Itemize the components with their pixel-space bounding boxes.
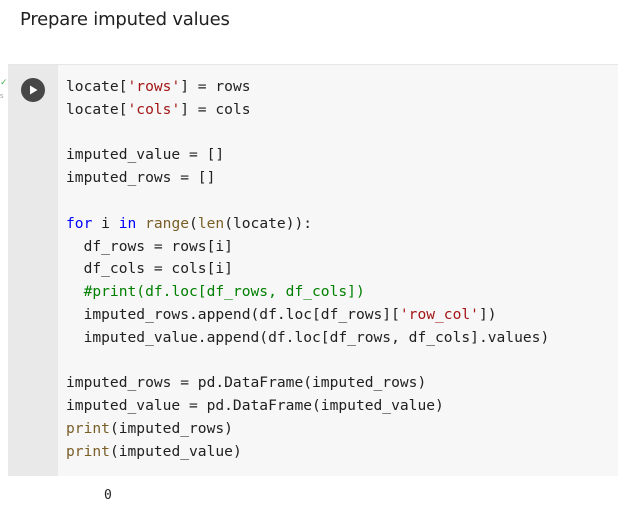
code-token: imputed_rows = [] (66, 169, 216, 187)
code-token: 'row_col' (399, 305, 479, 323)
code-cell[interactable] (8, 64, 618, 476)
code-line: imputed_value = pd.DataFrame(imputed_val… (66, 395, 549, 418)
code-line: imputed_rows.append(df.loc[df_rows]['row… (66, 304, 549, 327)
code-token: ] = cols (180, 100, 251, 118)
code-token: df_rows = rows[i] (66, 237, 233, 255)
code-line (66, 190, 549, 213)
cell-gutter (8, 65, 58, 476)
code-line: imputed_rows = [] (66, 167, 549, 190)
play-icon (30, 85, 38, 95)
code-token: in (118, 214, 137, 232)
section-title: Prepare imputed values (20, 9, 230, 30)
code-token: i (92, 214, 119, 232)
code-token: ]) (478, 305, 497, 323)
code-line (66, 350, 549, 373)
code-token: 'cols' (127, 100, 181, 118)
code-line: imputed_value = [] (66, 144, 549, 167)
code-token: imputed_value = pd.DataFrame(imputed_val… (66, 397, 444, 415)
code-token: for (66, 214, 93, 232)
output-text: 0 (104, 488, 112, 503)
code-token: imputed_value = [] (66, 146, 225, 164)
cell-output (8, 476, 618, 506)
code-token: #print(df.loc[df_rows, df_cols]) (83, 283, 365, 301)
code-token: (imputed_rows) (109, 419, 233, 437)
code-token: df_cols = cols[i] (66, 260, 233, 278)
code-line: print(imputed_rows) (66, 418, 549, 441)
run-cell-button[interactable] (21, 78, 45, 102)
code-line: imputed_rows = pd.DataFrame(imputed_rows… (66, 372, 549, 395)
code-line: df_cols = cols[i] (66, 258, 549, 281)
code-token (66, 283, 84, 300)
code-line: locate['rows'] = rows (66, 76, 549, 99)
code-line: print(imputed_value) (66, 441, 549, 464)
code-token: imputed_value.append(df.loc[df_rows, df_… (66, 328, 550, 346)
execution-success-icon: ✓ (0, 77, 8, 87)
code-token: ( (189, 214, 198, 232)
code-token: print (66, 419, 110, 437)
code-line: #print(df.loc[df_rows, df_cols]) (66, 281, 549, 304)
code-token: imputed_rows.append(df.loc[df_rows][ (66, 305, 400, 323)
code-token: len (197, 214, 225, 232)
code-token: imputed_rows = pd.DataFrame(imputed_rows… (66, 374, 427, 392)
code-token: range (145, 214, 190, 232)
code-token: (locate)): (224, 214, 313, 232)
code-token: locate[ (66, 100, 128, 118)
code-token: locate[ (66, 78, 128, 95)
code-token: print (66, 442, 110, 460)
code-line: df_rows = rows[i] (66, 236, 549, 259)
code-line (66, 122, 549, 145)
code-line: imputed_value.append(df.loc[df_rows, df_… (66, 327, 550, 350)
code-token: 'rows' (127, 78, 181, 95)
code-token (136, 215, 145, 232)
code-line: locate['cols'] = cols (66, 99, 549, 122)
execution-time-text: s (0, 93, 4, 100)
code-line: for i in range(len(locate)): (66, 213, 549, 236)
code-token: (imputed_value) (109, 442, 242, 460)
code-token: ] = rows (180, 78, 251, 95)
